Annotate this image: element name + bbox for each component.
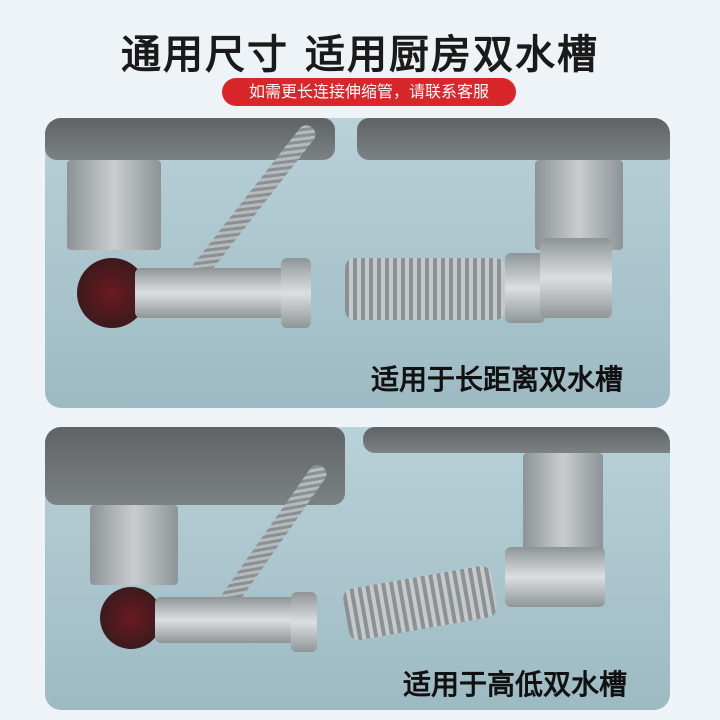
panel-height-difference: 适用于高低双水槽	[45, 427, 670, 710]
coupling	[281, 258, 311, 328]
trap	[100, 587, 162, 649]
left-drain	[67, 160, 161, 250]
main-pipe	[155, 597, 295, 643]
panel-long-distance: 适用于长距离双水槽	[45, 118, 670, 408]
page-title: 通用尺寸 适用厨房双水槽	[121, 32, 599, 78]
bellows-pipe	[345, 258, 505, 320]
bellows-pipe	[341, 564, 499, 642]
right-drain	[523, 453, 603, 553]
elbow	[540, 238, 612, 318]
contact-banner: 如需更长连接伸缩管，请联系客服	[222, 78, 516, 106]
panel-label: 适用于高低双水槽	[403, 668, 628, 701]
elbow	[505, 547, 605, 607]
right-drain	[535, 160, 623, 250]
coupling	[291, 592, 317, 652]
right-sink	[357, 118, 670, 160]
coupling	[505, 253, 545, 323]
left-drain	[90, 505, 178, 585]
panel-label: 适用于长距离双水槽	[371, 363, 624, 396]
main-pipe	[135, 268, 295, 318]
right-sink	[363, 427, 670, 453]
